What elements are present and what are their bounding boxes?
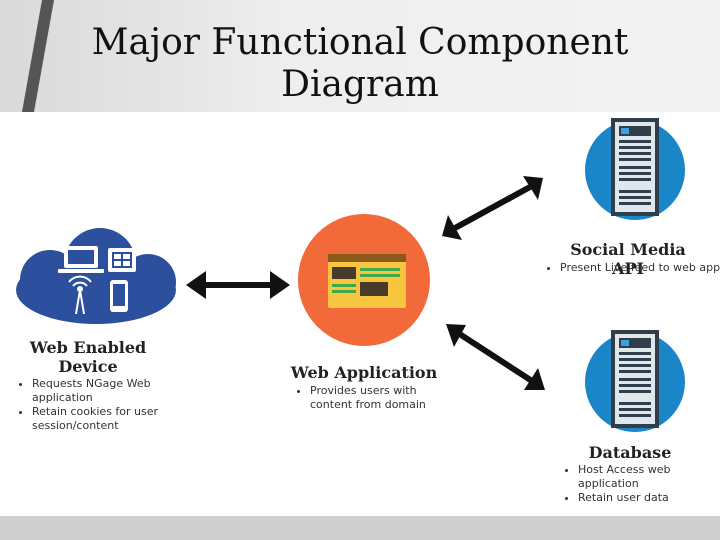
social-api-bullets: Present Live feed to web app bbox=[542, 261, 720, 275]
phone-icon bbox=[110, 280, 128, 312]
list-item: Host Access web application bbox=[578, 463, 708, 491]
web-device-label-line-2: Device bbox=[58, 357, 118, 376]
web-device-label-line-1: Web Enabled bbox=[29, 338, 147, 357]
double-arrow-icon bbox=[446, 324, 545, 390]
database-label: Database bbox=[588, 443, 672, 462]
web-app-bullets: Provides users with content from domain bbox=[292, 384, 450, 412]
server-rack-icon bbox=[611, 330, 659, 428]
header-background bbox=[0, 0, 720, 112]
wifi-tower-icon bbox=[68, 275, 92, 315]
server-rack-icon bbox=[611, 118, 659, 216]
browser-window-icon bbox=[328, 254, 406, 308]
database-server-icon bbox=[585, 330, 685, 432]
double-arrow-icon bbox=[186, 271, 290, 299]
list-item: Retain user data bbox=[578, 491, 708, 505]
cloud-icon bbox=[16, 228, 176, 324]
double-arrow-icon bbox=[442, 176, 543, 240]
list-item: Retain cookies for user session/content bbox=[32, 405, 162, 433]
web-device-label: Web Enabled Device bbox=[18, 338, 158, 376]
footer-band bbox=[0, 516, 720, 540]
web-application-icon bbox=[298, 214, 430, 346]
web-app-label: Web Application bbox=[290, 363, 438, 382]
database-bullets: Host Access web application Retain user … bbox=[560, 463, 708, 505]
title-line-1: Major Functional Component bbox=[91, 22, 629, 63]
list-item: Present Live feed to web app bbox=[560, 261, 720, 275]
list-item: Requests NGage Web application bbox=[32, 377, 162, 405]
social-api-label: Social Media API bbox=[570, 240, 686, 278]
list-item: Provides users with content from domain bbox=[310, 384, 450, 412]
social-media-server-icon bbox=[585, 118, 685, 220]
web-device-bullets: Requests NGage Web application Retain co… bbox=[14, 377, 162, 433]
title-line-2: Diagram bbox=[281, 64, 439, 105]
tablet-icon bbox=[108, 248, 136, 272]
page-title: Major Functional Component Diagram bbox=[0, 22, 720, 106]
laptop-icon bbox=[58, 246, 104, 273]
